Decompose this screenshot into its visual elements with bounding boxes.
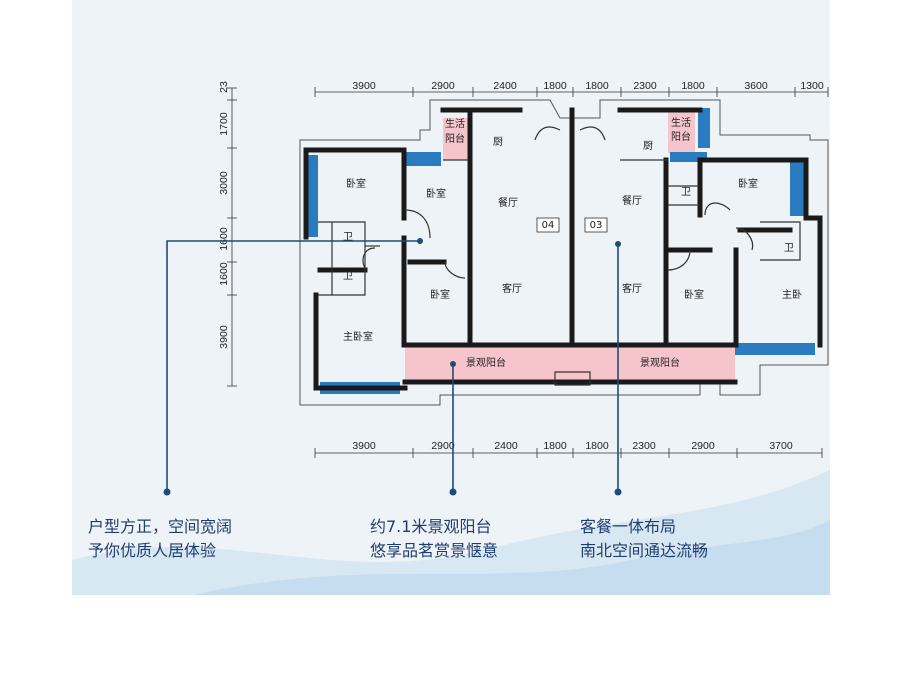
wave-decoration (72, 470, 830, 595)
label-bedroom-l2: 卧室 (426, 187, 446, 200)
pointer-1-end (163, 488, 171, 496)
dimension-bottom: 3900 2900 2400 1800 1800 2300 2900 3700 (352, 440, 793, 452)
label-service-balcony-l2: 阳台 (445, 132, 465, 145)
caption-2-line1: 约7.1米景观阳台 (370, 517, 492, 536)
caption-3-line2: 南北空间通达流畅 (580, 541, 709, 560)
label-bedroom-r1: 卧室 (738, 177, 758, 190)
dim-left-1: 23 (218, 81, 230, 93)
pointer-1-start (417, 238, 423, 244)
label-service-balcony-l1: 生活 (445, 117, 465, 130)
dimension-lines (231, 88, 828, 454)
dim-bottom-1: 3900 (352, 440, 376, 452)
dim-left-2: 1700 (218, 112, 230, 136)
label-dining-r: 餐厅 (622, 194, 642, 207)
dim-top-3: 2400 (493, 80, 517, 92)
unit-number-boxes (536, 217, 608, 233)
label-kitchen-r: 厨 (643, 140, 653, 152)
pointer-dots (163, 238, 622, 496)
pointer-3-start (615, 241, 621, 247)
label-bedroom-l3: 卧室 (430, 288, 450, 301)
label-bath-r1: 卫 (681, 187, 691, 198)
pointer-3-end (614, 488, 622, 496)
dim-bottom-5: 1800 (585, 440, 609, 452)
dim-top-5: 1800 (585, 80, 609, 92)
dimension-left: 23 1700 3000 1600 1600 3900 (218, 81, 230, 349)
label-service-balcony-r2: 阳台 (671, 130, 691, 143)
label-balcony-r: 景观阳台 (640, 356, 680, 369)
label-living-l: 客厅 (502, 282, 522, 295)
dim-top-6: 2300 (633, 80, 657, 92)
dim-top-9: 1300 (800, 80, 824, 92)
pointer-2-end (449, 488, 457, 496)
dim-bottom-2: 2900 (431, 440, 455, 452)
thin-walls (318, 126, 801, 386)
dim-bottom-6: 2300 (632, 440, 656, 452)
caption-2-line2: 悠享品茗赏景惬意 (370, 541, 499, 560)
pointer-2-start (450, 361, 456, 367)
label-kitchen-l: 厨 (493, 136, 503, 148)
label-unit-l: 04 (542, 220, 555, 231)
label-service-balcony-r1: 生活 (671, 116, 691, 129)
dim-bottom-4: 1800 (543, 440, 567, 452)
dim-top-4: 1800 (543, 80, 567, 92)
caption-1-line2: 予你优质人居体验 (88, 541, 217, 560)
pointer-1 (166, 240, 420, 492)
label-bath-r2: 卫 (784, 243, 794, 254)
outer-envelope (299, 99, 829, 406)
dim-top-1: 3900 (352, 80, 376, 92)
caption-2: 约7.1米景观阳台 悠享品茗赏景惬意 (370, 515, 498, 563)
pink-areas (405, 108, 735, 382)
label-bath-l1: 卫 (343, 232, 353, 243)
label-unit-r: 03 (590, 220, 603, 231)
label-balcony-l: 景观阳台 (466, 356, 506, 369)
label-living-r: 客厅 (622, 282, 642, 295)
dim-left-6: 3900 (218, 325, 230, 349)
label-dining-l: 餐厅 (498, 196, 518, 209)
dim-top-8: 3600 (744, 80, 768, 92)
caption-1: 户型方正，空间宽阔 予你优质人居体验 (88, 515, 232, 563)
dim-left-4: 1600 (218, 227, 230, 251)
dim-bottom-7: 2900 (691, 440, 715, 452)
label-master-l: 主卧室 (343, 330, 373, 343)
label-bedroom-l1: 卧室 (346, 177, 366, 190)
dim-top-7: 1800 (681, 80, 705, 92)
dim-left-3: 3000 (218, 171, 230, 195)
dim-left-5: 1600 (218, 262, 230, 286)
background-panel (72, 0, 830, 595)
walls (303, 107, 823, 391)
caption-3-line1: 客餐一体布局 (580, 517, 677, 536)
caption-3: 客餐一体布局 南北空间通达流畅 (580, 515, 708, 563)
caption-1-line1: 户型方正，空间宽阔 (88, 517, 233, 536)
room-labels: 生活 阳台 厨 卧室 卧室 餐厅 04 卫 卫 卧室 客厅 主卧室 景观阳台 生… (343, 116, 802, 369)
label-master-r: 主卧 (782, 288, 802, 301)
label-bath-l2: 卫 (343, 271, 353, 282)
dim-bottom-8: 3700 (769, 440, 793, 452)
dim-bottom-3: 2400 (494, 440, 518, 452)
callout-pointers (166, 240, 619, 492)
dim-top-2: 2900 (431, 80, 455, 92)
label-bedroom-r2: 卧室 (684, 288, 704, 301)
dimension-top: 3900 2900 2400 1800 1800 2300 1800 3600 … (352, 80, 824, 92)
